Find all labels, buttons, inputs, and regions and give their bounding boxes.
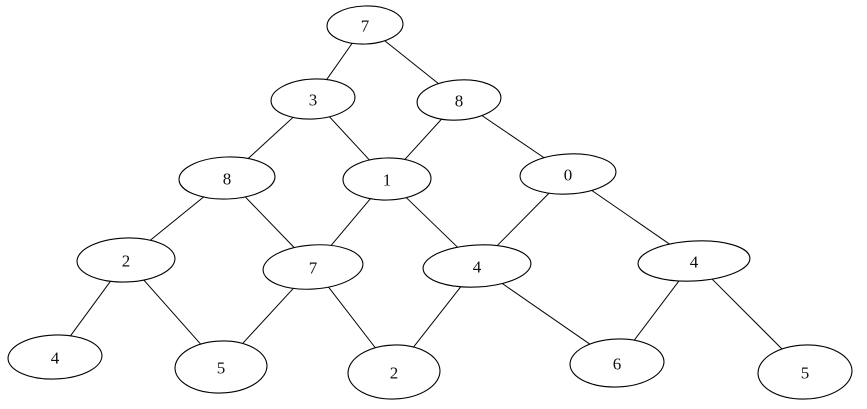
graph-edge — [501, 282, 592, 346]
node-ellipse — [326, 5, 403, 46]
graph-node[interactable]: 1 — [343, 157, 432, 201]
node-ellipse — [637, 238, 751, 284]
graph-edge — [325, 41, 354, 82]
node-layer: 7 3 8 8 1 0 2 7 4 4 4 5 2 6 5 — [7, 5, 853, 401]
graph-node[interactable]: 5 — [174, 339, 268, 394]
node-ellipse — [270, 77, 356, 121]
graph-edge — [244, 195, 295, 249]
node-label: 6 — [613, 355, 622, 374]
node-label: 3 — [309, 91, 318, 110]
node-ellipse — [262, 242, 365, 293]
graph-node[interactable]: 2 — [76, 236, 175, 283]
node-ellipse — [76, 236, 175, 283]
node-ellipse — [343, 157, 432, 201]
node-ellipse — [174, 339, 268, 394]
graph-edge — [411, 284, 463, 350]
node-label: 5 — [217, 359, 226, 378]
node-ellipse — [347, 343, 441, 400]
node-label: 5 — [801, 364, 810, 383]
graph-node[interactable]: 0 — [519, 152, 617, 197]
graph-node[interactable]: 7 — [326, 5, 403, 46]
node-label: 2 — [390, 364, 399, 383]
graph-edge — [68, 279, 113, 338]
graph-node[interactable]: 4 — [422, 242, 532, 290]
graph-edge — [403, 116, 444, 162]
node-label: 4 — [51, 349, 60, 368]
edge-layer — [68, 39, 784, 351]
graph-node[interactable]: 8 — [178, 155, 275, 200]
node-label: 2 — [122, 252, 131, 271]
graph-edge — [711, 278, 784, 351]
graph-edge — [481, 114, 545, 159]
graph-edge — [147, 194, 206, 243]
node-ellipse — [422, 242, 532, 290]
node-label: 4 — [690, 253, 699, 272]
node-label: 0 — [564, 166, 573, 185]
graph-node[interactable]: 2 — [347, 343, 441, 400]
graph-node[interactable]: 6 — [569, 337, 665, 388]
graph-node[interactable]: 3 — [270, 77, 356, 121]
graph-edge — [328, 196, 372, 248]
node-label: 1 — [383, 171, 392, 190]
graph-node[interactable]: 8 — [416, 77, 503, 123]
graph-node[interactable]: 4 — [637, 238, 751, 284]
graph-edge — [142, 278, 202, 346]
node-ellipse — [757, 343, 853, 400]
graph-node[interactable]: 4 — [7, 333, 102, 380]
graph-edge — [240, 285, 296, 346]
node-label: 8 — [223, 170, 232, 189]
node-ellipse — [7, 333, 102, 380]
node-label: 7 — [361, 17, 370, 36]
node-ellipse — [569, 337, 665, 388]
graph-edge — [327, 286, 377, 350]
graph-edge — [383, 39, 440, 85]
graph-node[interactable]: 5 — [757, 343, 853, 400]
graph-edge — [494, 191, 552, 248]
graph-edge — [591, 189, 671, 245]
graph-edge — [632, 278, 681, 343]
node-ellipse — [519, 152, 617, 197]
node-ellipse — [178, 155, 275, 200]
node-label: 4 — [473, 258, 482, 277]
node-ellipse — [416, 77, 503, 123]
graph-node[interactable]: 7 — [262, 242, 365, 293]
node-label: 8 — [455, 92, 464, 111]
graph-edge — [404, 196, 459, 249]
graph-edge — [328, 115, 371, 162]
node-label: 7 — [309, 259, 318, 278]
graph-edge — [246, 115, 296, 161]
